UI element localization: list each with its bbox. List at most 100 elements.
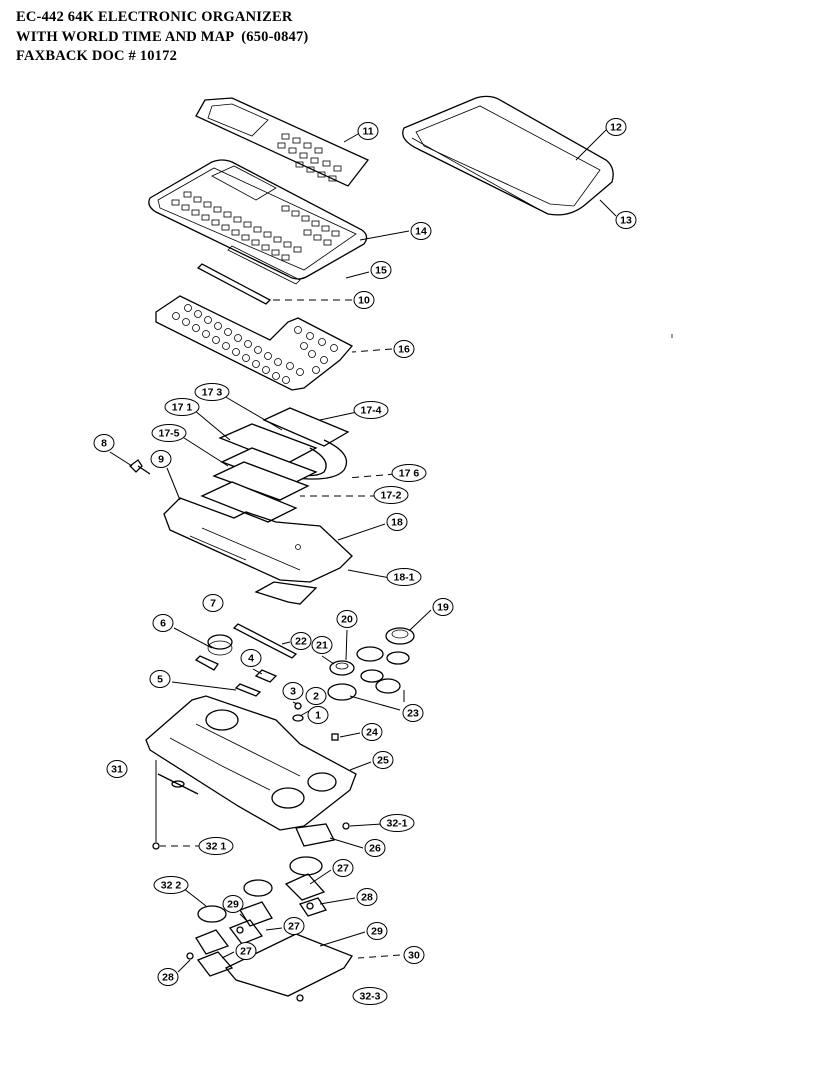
callout-bubble	[150, 450, 172, 468]
callout-label: 27	[337, 863, 349, 875]
callout-c29b: 29	[366, 922, 388, 940]
part-14-top-case	[148, 159, 368, 280]
callout-bubble	[164, 398, 200, 416]
callout-c30: 30	[403, 946, 425, 964]
callout-label: 3	[290, 686, 296, 698]
callout-bubble	[356, 888, 378, 906]
callout-bubble	[151, 424, 187, 442]
callout-bubble	[366, 922, 388, 940]
callout-c173: 17 3	[194, 383, 230, 401]
callout-bubble	[391, 464, 427, 482]
callout-c24: 24	[361, 723, 383, 741]
callout-label: 8	[101, 438, 107, 450]
callout-label: 13	[620, 215, 632, 227]
callout-bubble	[194, 383, 230, 401]
callout-bubble	[357, 122, 379, 140]
callout-bubble	[149, 670, 171, 688]
callout-label: 21	[316, 640, 328, 652]
callout-c25: 25	[372, 751, 394, 769]
callout-label: 17 3	[202, 387, 223, 399]
callout-label: 5	[157, 674, 163, 686]
callout-bubble	[282, 682, 304, 700]
callout-c13: 13	[615, 211, 637, 229]
title-line-3: FAXBACK DOC # 10172	[16, 48, 178, 64]
callout-label: 9	[158, 454, 164, 466]
callout-c176: 17 6	[391, 464, 427, 482]
callout-c6: 6	[152, 614, 174, 632]
callout-label: 22	[295, 636, 307, 648]
title-line-1: EC-442 64K ELECTRONIC ORGANIZER	[16, 9, 293, 25]
callout-c10: 10	[353, 291, 375, 309]
callout-c175: 17-5	[151, 424, 187, 442]
callout-label: 30	[408, 950, 420, 962]
callout-c28b: 28	[157, 968, 179, 986]
parts-battery-contacts	[194, 623, 298, 697]
callout-label: 12	[610, 122, 622, 134]
callout-label: 27	[288, 921, 300, 933]
callout-label: 27	[240, 946, 252, 958]
callout-label: 6	[160, 618, 166, 630]
callout-c11: 11	[357, 122, 379, 140]
callout-label: 18	[391, 517, 403, 529]
callout-label: 14	[415, 226, 427, 238]
callout-c322: 32 2	[153, 876, 189, 894]
part-17-lcd-stack	[200, 407, 350, 523]
callout-bubble	[432, 598, 454, 616]
part-15-strip	[196, 245, 301, 305]
callout-bubble	[403, 946, 425, 964]
parts-speaker-rings	[327, 627, 415, 701]
part-18-pcb	[163, 497, 353, 605]
callout-bubble	[235, 942, 257, 960]
callout-label: 19	[437, 602, 449, 614]
callout-bubble	[361, 723, 383, 741]
callout-label: 28	[162, 972, 174, 984]
callout-c27b: 27	[283, 917, 305, 935]
callout-c16: 16	[393, 340, 415, 358]
callout-c14: 14	[410, 222, 432, 240]
callout-bubble	[352, 987, 388, 1005]
callout-bubble	[615, 211, 637, 229]
callout-bubble	[307, 706, 329, 724]
callout-bubble	[372, 751, 394, 769]
callout-label: 17 6	[399, 468, 420, 480]
document-title: EC-442 64K ELECTRONIC ORGANIZER WITH WOR…	[16, 8, 308, 67]
callout-bubble	[305, 687, 327, 705]
callout-bubble	[373, 486, 409, 504]
callout-bubble	[336, 610, 358, 628]
callout-c23: 23	[402, 704, 424, 722]
callout-c7: 7	[202, 594, 224, 612]
callout-c15: 15	[370, 261, 392, 279]
callout-bubble	[240, 649, 262, 667]
parts-screws-32	[152, 822, 350, 1002]
callout-c27a: 27	[332, 859, 354, 877]
callout-label: 17 1	[172, 402, 193, 414]
callout-label: 10	[358, 295, 370, 307]
leader-lines	[109, 129, 617, 973]
callout-bubble	[153, 876, 189, 894]
callout-c2: 2	[305, 687, 327, 705]
part-11-key-overlay	[195, 97, 370, 187]
callout-bubble	[93, 434, 115, 452]
callout-label: 17-4	[360, 405, 381, 417]
callout-bubble	[402, 704, 424, 722]
callout-c29a: 29	[222, 895, 244, 913]
callout-bubble	[198, 837, 234, 855]
callout-label: 15	[375, 265, 387, 277]
part-16-keypad	[155, 295, 354, 391]
callout-bubble	[410, 222, 432, 240]
callout-label: 1	[315, 710, 321, 722]
callout-c32_1: 32 1	[198, 837, 234, 855]
callout-label: 26	[369, 843, 381, 855]
callout-c172: 17-2	[373, 486, 409, 504]
callout-bubble	[353, 401, 389, 419]
callout-c19: 19	[432, 598, 454, 616]
callout-c18: 18	[386, 513, 408, 531]
callout-label: 17-2	[380, 490, 401, 502]
callout-label: 16	[398, 344, 410, 356]
part-25-chassis	[145, 695, 357, 831]
callout-c31: 31	[106, 760, 128, 778]
callout-c323: 32-3	[352, 987, 388, 1005]
callout-label: 4	[248, 653, 254, 665]
